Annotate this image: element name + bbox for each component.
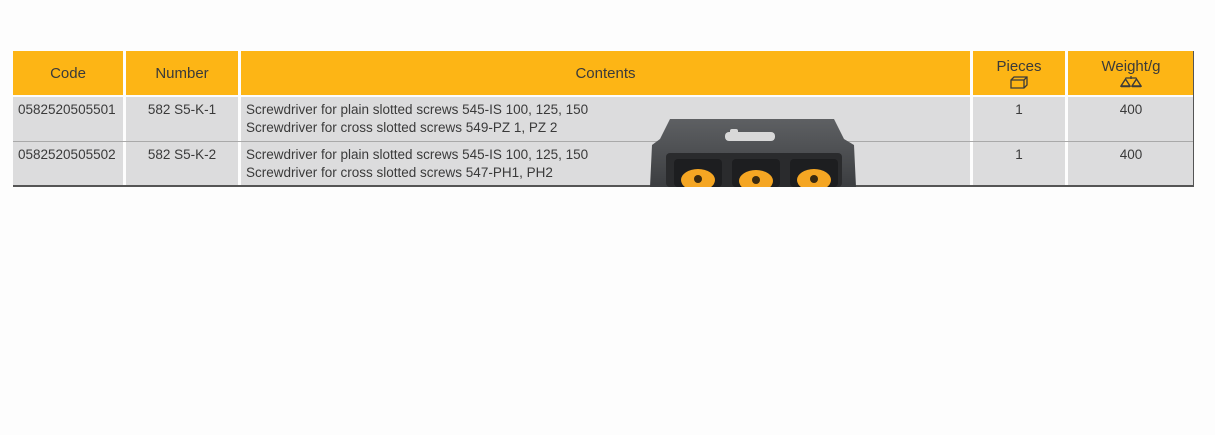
contents-line: Screwdriver for cross slotted screws 547… xyxy=(246,165,553,180)
header-label: Pieces xyxy=(996,57,1042,75)
cell-weight: 400 xyxy=(1068,97,1194,141)
cell-number: 582 S5-K-1 xyxy=(126,97,238,141)
contents-line: Screwdriver for plain slotted screws 545… xyxy=(246,147,589,162)
cell-contents: Screwdriver for plain slotted screws 545… xyxy=(241,97,970,141)
header-label: Contents xyxy=(575,64,636,82)
header-code: Code xyxy=(13,51,123,95)
contents-line: Screwdriver for plain slotted screws 545… xyxy=(246,102,589,117)
header-weight: Weight/g xyxy=(1068,51,1194,95)
header-label: Number xyxy=(155,64,209,82)
contents-line: Screwdriver for cross slotted screws 549… xyxy=(246,120,558,135)
cell-code: 0582520505502 xyxy=(13,142,123,186)
box-icon xyxy=(1010,75,1028,89)
table-right-border xyxy=(1193,51,1194,187)
cell-pieces: 1 xyxy=(973,97,1065,141)
row-divider xyxy=(13,141,1194,142)
cell-weight: 400 xyxy=(1068,142,1194,186)
header-label: Code xyxy=(50,64,86,82)
cell-code: 0582520505501 xyxy=(13,97,123,141)
header-contents: Contents xyxy=(241,51,970,95)
scale-icon xyxy=(1120,76,1142,88)
cell-pieces: 1 xyxy=(973,142,1065,186)
header-number: Number xyxy=(126,51,238,95)
header-label: Weight/g xyxy=(1101,58,1161,75)
header-pieces: Pieces xyxy=(973,51,1065,95)
table-bottom-border xyxy=(13,185,1194,187)
screwdriver-case-image xyxy=(648,117,864,187)
cell-number: 582 S5-K-2 xyxy=(126,142,238,186)
